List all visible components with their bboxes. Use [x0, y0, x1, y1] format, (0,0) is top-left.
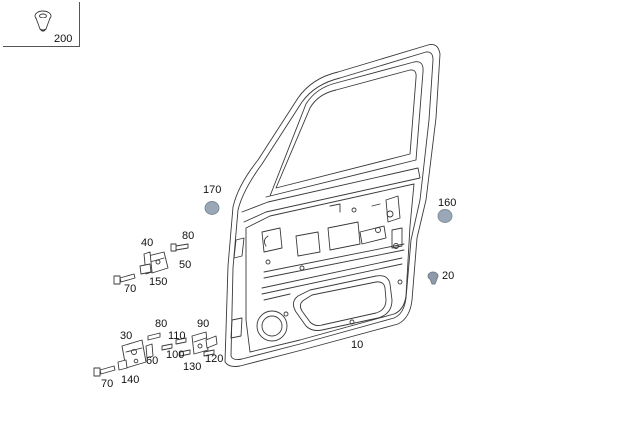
- label-80-upper[interactable]: 80: [182, 230, 195, 242]
- screw-100-icon[interactable]: [161, 343, 173, 351]
- label-130[interactable]: 130: [183, 361, 202, 373]
- label-50[interactable]: 50: [179, 259, 192, 271]
- label-90[interactable]: 90: [197, 318, 210, 330]
- label-20[interactable]: 20: [442, 270, 455, 282]
- label-110[interactable]: 110: [168, 330, 186, 342]
- label-160[interactable]: 160: [438, 197, 457, 209]
- bolt-70-upper-icon[interactable]: [113, 273, 136, 285]
- label-170[interactable]: 170: [203, 184, 222, 196]
- label-140[interactable]: 140: [121, 374, 140, 386]
- label-120[interactable]: 120: [205, 353, 224, 365]
- label-10[interactable]: 10: [351, 339, 364, 351]
- plate-150-icon[interactable]: [139, 263, 152, 275]
- plate-140-icon[interactable]: [117, 359, 128, 371]
- label-100[interactable]: 100: [166, 349, 185, 361]
- door-check-90-icon[interactable]: [191, 331, 218, 355]
- plug-170-icon[interactable]: [204, 201, 220, 215]
- bolt-80-upper-icon[interactable]: [170, 243, 189, 252]
- bolt-60-icon[interactable]: [145, 343, 154, 359]
- screw-110-icon[interactable]: [175, 337, 187, 345]
- label-200[interactable]: 200: [54, 33, 73, 45]
- label-70-upper[interactable]: 70: [124, 283, 137, 295]
- label-60[interactable]: 60: [146, 355, 159, 367]
- bolt-70-lower-icon[interactable]: [93, 365, 116, 377]
- screw-130-icon[interactable]: [179, 349, 191, 357]
- label-30[interactable]: 30: [120, 330, 133, 342]
- door-shell-10[interactable]: [224, 43, 441, 367]
- bolt-80-lower-icon[interactable]: [147, 332, 161, 341]
- label-70-lower[interactable]: 70: [101, 378, 114, 390]
- label-80-lower[interactable]: 80: [155, 318, 168, 330]
- clip-20-icon[interactable]: [427, 271, 439, 285]
- screw-120-icon[interactable]: [203, 349, 215, 357]
- plug-160-icon[interactable]: [437, 209, 453, 223]
- hinge-30-icon[interactable]: [121, 339, 147, 369]
- clip-200-icon[interactable]: [34, 10, 52, 32]
- label-40[interactable]: 40: [141, 237, 154, 249]
- label-150[interactable]: 150: [149, 276, 168, 288]
